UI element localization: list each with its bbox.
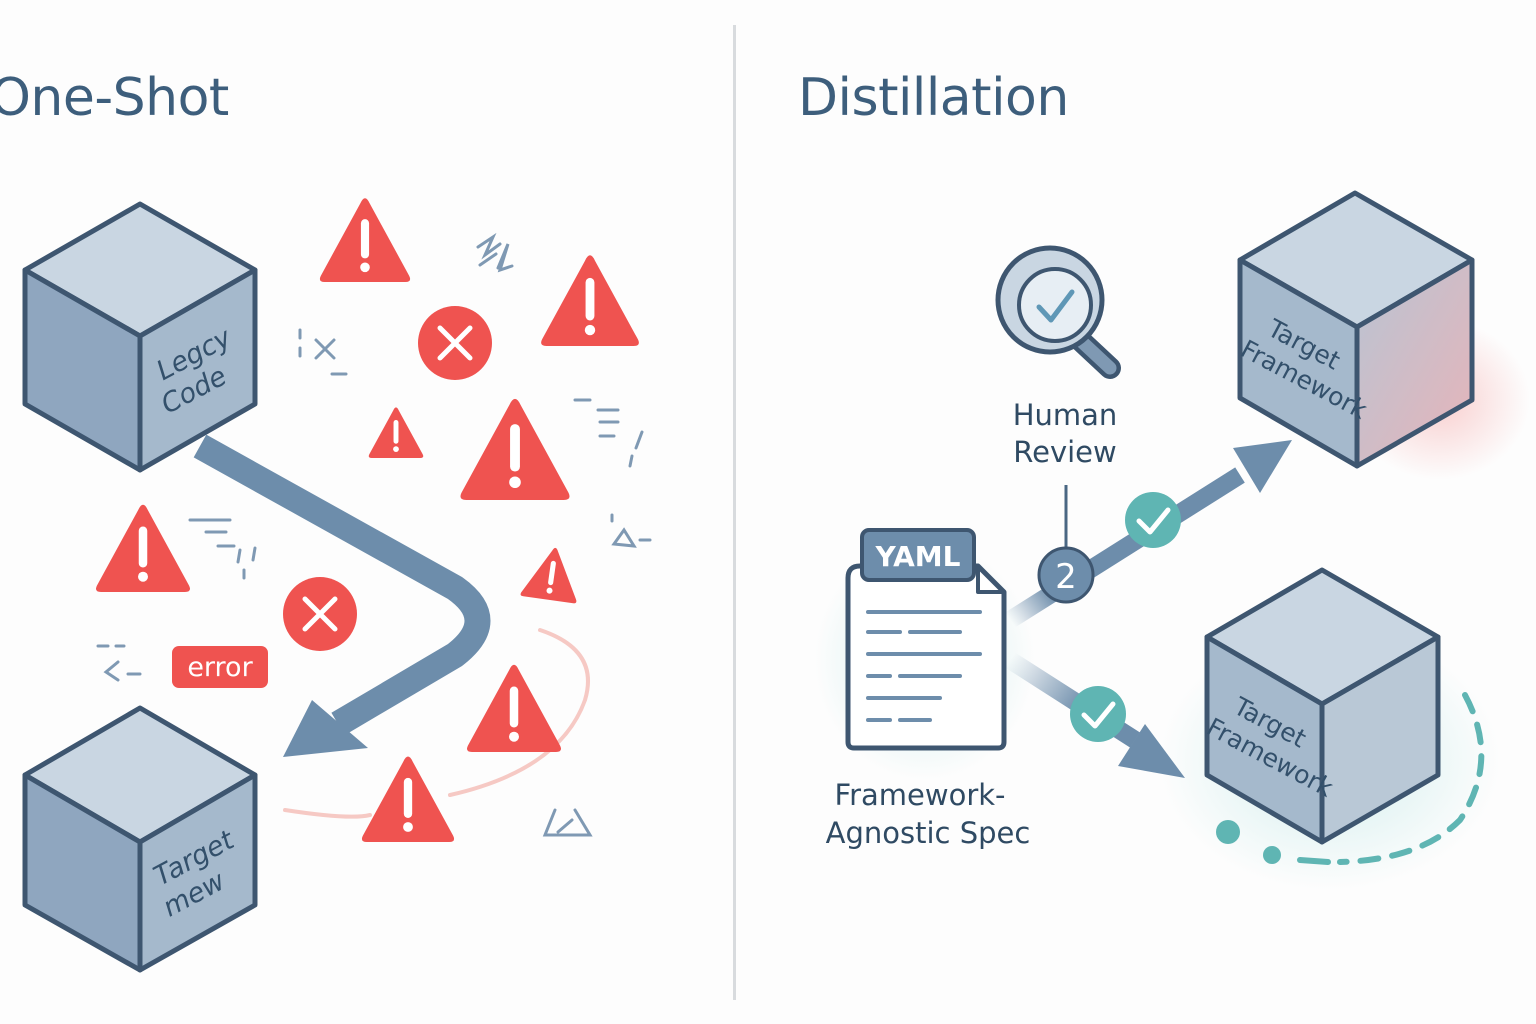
magnifier-check-icon <box>995 245 1121 379</box>
target-cube-bottom-right: Target Framework <box>1202 567 1441 845</box>
faint-arc <box>283 628 590 819</box>
yaml-badge-text: YAML <box>875 540 961 573</box>
check-icon <box>1070 686 1126 742</box>
warning-group <box>96 198 639 842</box>
warning-icon <box>541 255 639 346</box>
warning-icon <box>520 547 577 604</box>
review-label-line1: Human <box>1013 398 1118 432</box>
step-number: 2 <box>1055 557 1077 597</box>
warning-icon <box>96 504 190 592</box>
target-cube-left: Target mew <box>22 705 258 973</box>
distillation-title: Distillation <box>798 68 1069 128</box>
panel-divider <box>733 25 736 1000</box>
warning-icon <box>368 407 424 458</box>
warning-icon <box>460 398 570 500</box>
source-cube: Legcy Code <box>22 201 258 473</box>
warning-icon <box>319 198 411 282</box>
error-x-icon <box>283 577 357 651</box>
spec-label-line2: Agnostic Spec <box>826 816 1031 850</box>
noise-marks <box>96 232 652 837</box>
review-label-line2: Review <box>1013 435 1116 469</box>
error-tag: error <box>172 646 268 688</box>
check-icon <box>1125 492 1181 548</box>
warning-icon <box>467 664 561 752</box>
step-badge: 2 <box>1037 546 1095 604</box>
error-x-icon <box>418 306 492 380</box>
document-icon <box>845 563 1007 751</box>
one-shot-arrow <box>193 434 491 757</box>
teal-dashed-arc <box>1216 692 1485 865</box>
one-shot-title: One-Shot <box>0 68 229 128</box>
error-tag-text: error <box>187 652 253 683</box>
warning-icon <box>361 756 455 842</box>
yaml-badge: YAML <box>860 528 976 582</box>
spec-label-line1: Framework- <box>835 778 1006 812</box>
target-cube-top-right: Target Framework <box>1236 190 1475 469</box>
